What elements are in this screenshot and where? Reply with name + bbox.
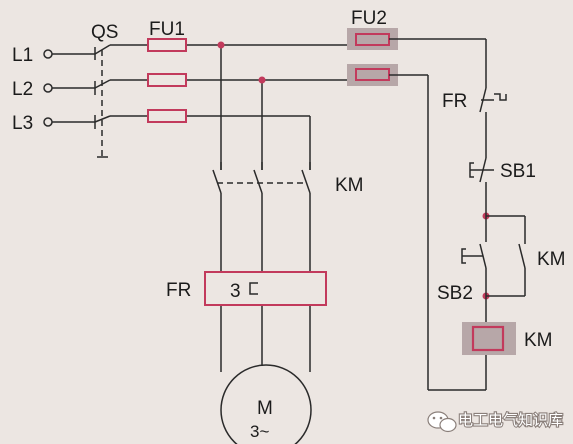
label-l1: L1 <box>12 45 33 66</box>
wechat-icon <box>427 411 457 433</box>
terminal-l3 <box>43 117 53 127</box>
label-motor-phase: 3~ <box>250 422 269 441</box>
power-wiring <box>52 44 347 372</box>
label-fu1: FU1 <box>149 19 185 40</box>
label-l2: L2 <box>12 79 33 100</box>
km-coil <box>471 325 505 352</box>
label-qs: QS <box>91 22 118 43</box>
terminal-l2 <box>43 83 53 93</box>
label-motor-m: M <box>257 398 273 419</box>
motor <box>220 364 312 444</box>
fr-thermal-relay <box>204 271 327 306</box>
terminal-l1 <box>43 49 53 59</box>
label-sb1: SB1 <box>500 161 536 182</box>
qs-switch <box>94 44 111 158</box>
label-fu2: FU2 <box>351 8 387 29</box>
input-terminals <box>43 49 53 127</box>
sb1-stop-button <box>469 157 494 183</box>
fr-nc-contact <box>479 87 507 113</box>
label-fr-value: 3 <box>230 281 241 302</box>
label-sb2: SB2 <box>437 283 473 304</box>
fu1-fuses <box>147 38 187 123</box>
label-km-main: KM <box>335 175 364 196</box>
label-l3: L3 <box>12 113 33 134</box>
label-km-aux: KM <box>537 249 566 270</box>
label-fr-main: FR <box>166 280 191 301</box>
watermark-text: 电工电气知识库 <box>458 411 563 429</box>
sb2-start-button <box>461 243 487 269</box>
watermark: 电工电气知识库 <box>427 410 564 433</box>
label-km-coil: KM <box>524 330 553 351</box>
km-aux-contact <box>518 243 526 269</box>
control-wiring <box>389 38 526 391</box>
label-fr-ctrl: FR <box>442 91 467 112</box>
km-main-contacts <box>212 162 311 194</box>
